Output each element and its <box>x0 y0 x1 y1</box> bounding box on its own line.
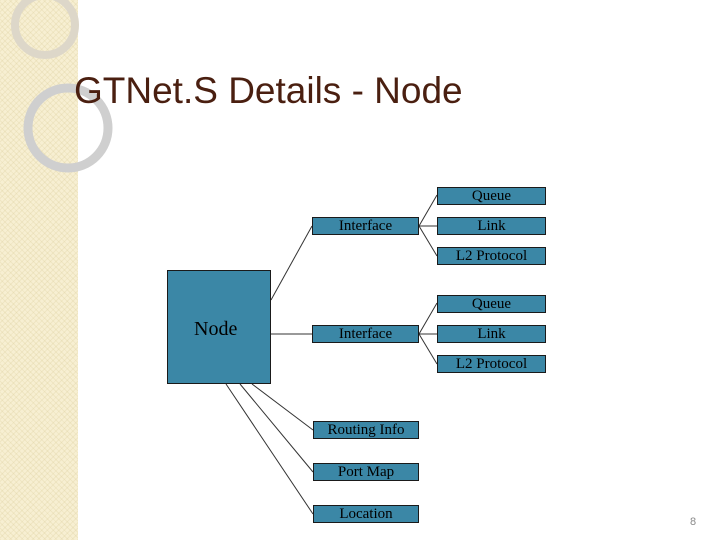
location-box: Location <box>313 505 419 523</box>
interface-1-queue-box: Queue <box>437 187 546 205</box>
interface-1-link-box: Link <box>437 217 546 235</box>
interface-1-l2-protocol-box: L2 Protocol <box>437 247 546 265</box>
page-number: 8 <box>690 516 697 528</box>
decorative-circles <box>11 0 113 173</box>
interface-2-queue-box: Queue <box>437 295 546 313</box>
slide-title: GTNet.S Details - Node <box>74 70 463 111</box>
routing-info-box: Routing Info <box>313 421 419 439</box>
interface-1-box: Interface <box>312 217 419 235</box>
interface-2-link-box: Link <box>437 325 546 343</box>
interface-2-l2-protocol-box: L2 Protocol <box>437 355 546 373</box>
node-box: Node <box>167 270 271 384</box>
port-map-box: Port Map <box>313 463 419 481</box>
interface-2-box: Interface <box>312 325 419 343</box>
